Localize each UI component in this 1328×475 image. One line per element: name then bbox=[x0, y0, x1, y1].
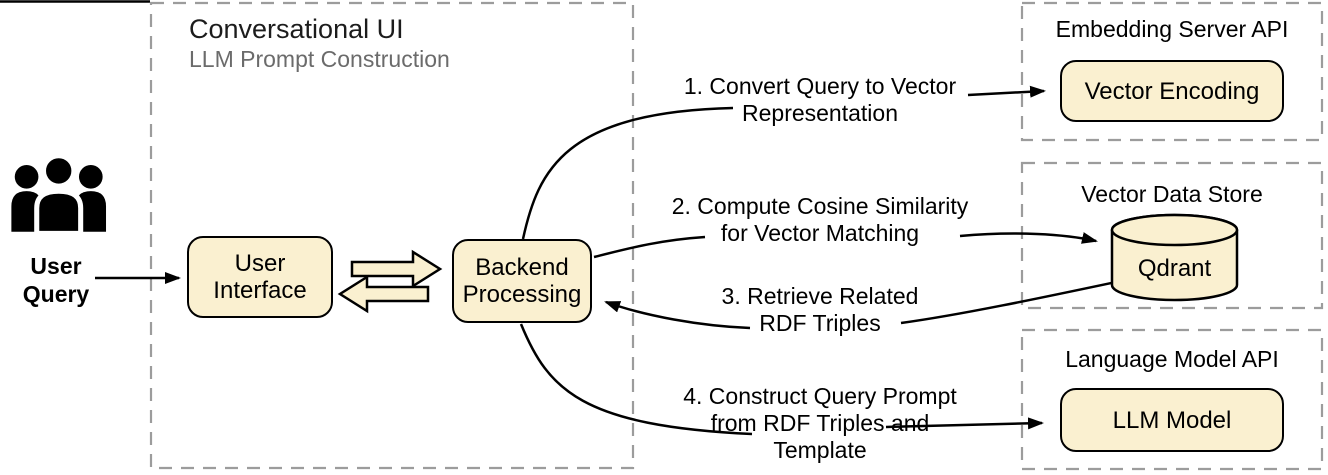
group-title-embedding-server: Embedding Server API bbox=[1055, 16, 1289, 42]
node-llm-model: LLM Model bbox=[1060, 388, 1284, 452]
node-backend-processing-line2: Processing bbox=[462, 281, 582, 308]
step2-arrow bbox=[959, 232, 1098, 244]
node-vector-encoding-label: Vector Encoding bbox=[1084, 77, 1260, 105]
step3-label: 3. Retrieve Related RDF Triples bbox=[655, 283, 985, 337]
group-title-language-model: Language Model API bbox=[1065, 346, 1279, 372]
step2-label: 2. Compute Cosine Similarity for Vector … bbox=[655, 193, 985, 247]
node-llm-model-label: LLM Model bbox=[1112, 406, 1232, 434]
step1-line2: Representation bbox=[742, 100, 898, 126]
step3-curve bbox=[900, 280, 1117, 325]
step4-line3: Template bbox=[773, 437, 867, 463]
node-backend-processing: Backend Processing bbox=[452, 239, 592, 323]
group-title-vector-data-store: Vector Data Store bbox=[1081, 181, 1263, 207]
user-query-line1: User bbox=[30, 253, 82, 279]
step2-curve bbox=[593, 235, 706, 259]
step4-line2: from RDF Triples and bbox=[710, 410, 930, 436]
step1-line1: 1. Convert Query to Vector bbox=[683, 73, 957, 99]
node-user-interface-line1: User bbox=[234, 250, 286, 277]
node-user-interface-line2: Interface bbox=[213, 277, 307, 304]
step4-curve bbox=[519, 323, 753, 436]
users-icon bbox=[11, 153, 107, 236]
step1-curve bbox=[521, 106, 734, 240]
node-user-interface: User Interface bbox=[187, 236, 333, 318]
conversational-ui-border bbox=[149, 1, 635, 470]
step3-line1: 3. Retrieve Related bbox=[721, 283, 919, 309]
step1-label: 1. Convert Query to Vector Representatio… bbox=[655, 73, 985, 127]
step2-line1: 2. Compute Cosine Similarity bbox=[671, 193, 969, 219]
step2-line2: for Vector Matching bbox=[720, 220, 920, 246]
step4-label: 4. Construct Query Prompt from RDF Tripl… bbox=[655, 383, 985, 464]
backend-to-ui-block-arrow bbox=[337, 274, 430, 314]
step3-line2: RDF Triples bbox=[759, 310, 881, 336]
qdrant-cylinder-top bbox=[1110, 213, 1239, 247]
page-subtitle: LLM Prompt Construction bbox=[189, 46, 450, 72]
node-backend-processing-line1: Backend bbox=[475, 254, 569, 281]
node-vector-encoding: Vector Encoding bbox=[1060, 60, 1284, 122]
page-title: Conversational UI bbox=[189, 14, 404, 44]
step4-line1: 4. Construct Query Prompt bbox=[683, 383, 957, 409]
step3-arrow bbox=[604, 300, 751, 330]
step1-arrow bbox=[967, 85, 1046, 98]
ui-to-backend-block-arrow bbox=[350, 249, 443, 289]
step4-arrow bbox=[885, 417, 1044, 430]
node-qdrant-label: Qdrant bbox=[1137, 255, 1212, 282]
user-query-label: User Query bbox=[0, 252, 112, 308]
user-query-line2: Query bbox=[22, 281, 90, 307]
vector-data-store-border bbox=[1020, 161, 1324, 310]
